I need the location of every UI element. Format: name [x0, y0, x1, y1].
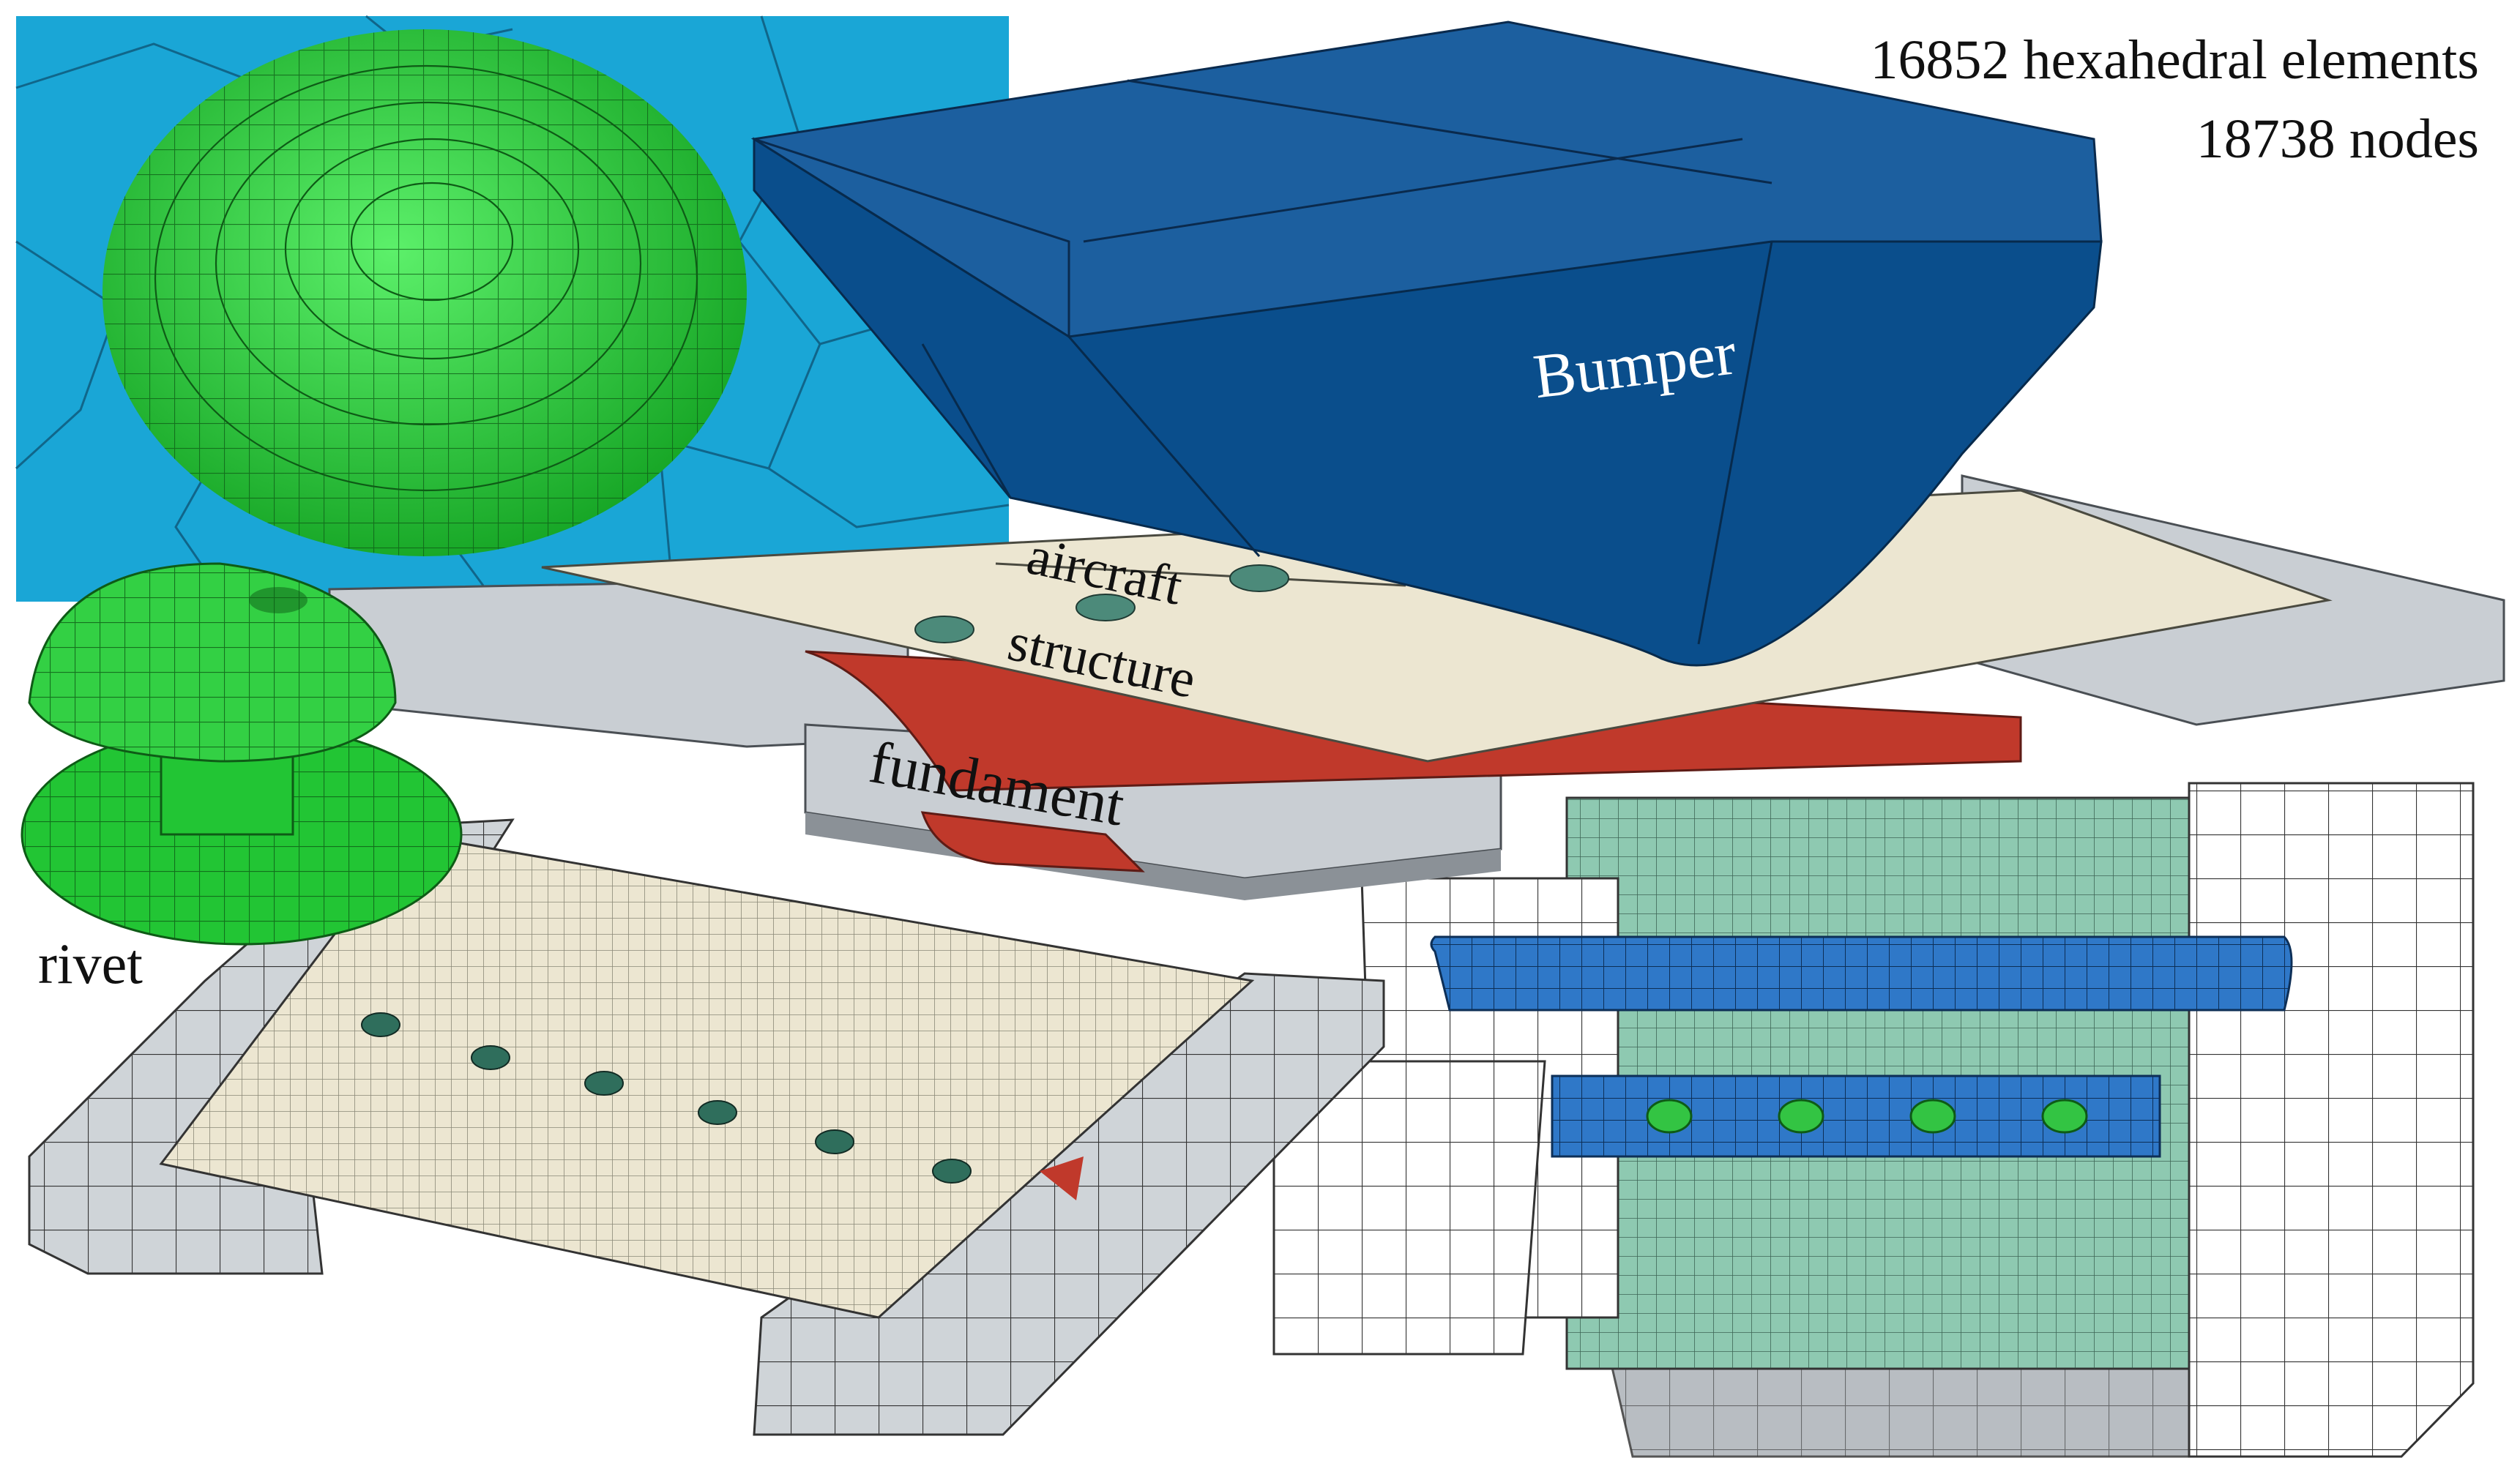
- impact-assembly-view: [328, 20, 2505, 900]
- stringer-assembly-view: [1272, 782, 2475, 1458]
- node-count-label: 18738 nodes: [2196, 108, 2479, 170]
- rivet-label: rivet: [38, 932, 143, 995]
- structure-rivets: [914, 564, 1289, 643]
- plate-stringer-edge: [1040, 1156, 1084, 1200]
- rivet-closeup-view: [15, 15, 1010, 602]
- bumper-body: [753, 137, 2103, 667]
- dome-rings: [154, 64, 698, 492]
- rivet-model: [20, 562, 463, 946]
- plate-mesh-view: [28, 818, 1385, 1436]
- plate-rivets: [361, 1012, 972, 1184]
- element-count-label: 16852 hexahedral elements: [1870, 29, 2479, 91]
- stringer-rivets: [1646, 1099, 2088, 1134]
